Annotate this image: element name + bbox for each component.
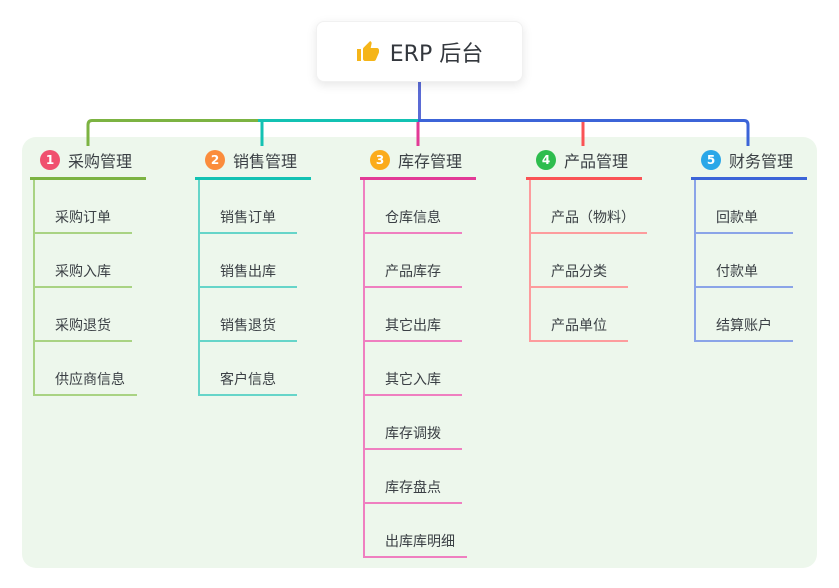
child-label: 回款单 — [716, 210, 758, 226]
branch-number-badge: 3 — [370, 149, 390, 170]
child-label: 产品单位 — [551, 318, 607, 334]
child-label: 结算账户 — [716, 318, 772, 334]
child-node[interactable]: 采购入库 — [35, 234, 132, 288]
branch-title[interactable]: 1 采购管理 — [30, 148, 147, 180]
child-node[interactable]: 回款单 — [696, 180, 793, 234]
child-label: 其它出库 — [385, 318, 441, 334]
child-label: 采购订单 — [55, 210, 111, 226]
branch-title[interactable]: 5 财务管理 — [691, 148, 808, 180]
branch-label: 库存管理 — [398, 151, 463, 171]
child-node[interactable]: 其它入库 — [365, 342, 462, 396]
branch-node: 4 产品管理产品（物料） 产品分类产品单位 — [526, 148, 647, 342]
branch-children-spine: 销售订单销售出库销售退货客户信息 — [198, 180, 297, 396]
child-label: 其它入库 — [385, 372, 441, 388]
root-label: ERP 后台 — [389, 41, 484, 67]
branch-label: 采购管理 — [68, 151, 133, 171]
child-label: 库存盘点 — [385, 480, 441, 496]
branch-title[interactable]: 4 产品管理 — [526, 148, 643, 180]
child-node[interactable]: 销售订单 — [200, 180, 297, 234]
child-node[interactable]: 产品库存 — [365, 234, 462, 288]
child-label: 供应商信息 — [55, 372, 125, 388]
branch-children-spine: 仓库信息产品库存其它出库其它入库库存调拨库存盘点出库库明细 — [363, 180, 467, 558]
child-node[interactable]: 采购退货 — [35, 288, 132, 342]
child-label: 库存调拨 — [385, 426, 441, 442]
child-node[interactable]: 产品分类 — [531, 234, 628, 288]
branch-children-spine: 采购订单采购入库采购退货供应商信息 — [33, 180, 137, 396]
child-label: 付款单 — [716, 264, 758, 280]
child-label: 销售订单 — [220, 210, 276, 226]
child-node[interactable]: 客户信息 — [200, 342, 297, 396]
branch-title[interactable]: 2 销售管理 — [195, 148, 312, 180]
child-node[interactable]: 仓库信息 — [365, 180, 462, 234]
child-node[interactable]: 库存盘点 — [365, 450, 462, 504]
child-label: 采购退货 — [55, 318, 111, 334]
child-label: 销售出库 — [220, 264, 276, 280]
child-node[interactable]: 供应商信息 — [35, 342, 137, 396]
branch-label: 销售管理 — [233, 151, 298, 171]
child-label: 出库库明细 — [385, 534, 455, 550]
thumbs-up-icon — [356, 40, 379, 61]
child-node[interactable]: 付款单 — [696, 234, 793, 288]
child-label: 产品分类 — [551, 264, 607, 280]
branch-children-spine: 回款单付款单结算账户 — [694, 180, 793, 342]
child-node[interactable]: 采购订单 — [35, 180, 132, 234]
branch-node: 3 库存管理仓库信息产品库存其它出库其它入库库存调拨库存盘点出库库明细 — [360, 148, 477, 558]
child-label: 产品（物料） — [551, 210, 635, 226]
background-panel — [22, 137, 817, 568]
child-label: 采购入库 — [55, 264, 111, 280]
branch-node: 2 销售管理销售订单销售出库销售退货客户信息 — [195, 148, 312, 396]
branch-number-badge: 2 — [205, 149, 225, 170]
child-node[interactable]: 销售退货 — [200, 288, 297, 342]
branch-title[interactable]: 3 库存管理 — [360, 148, 477, 180]
branch-number-badge: 4 — [536, 149, 556, 170]
child-label: 销售退货 — [220, 318, 276, 334]
child-node[interactable]: 产品单位 — [531, 288, 628, 342]
branch-label: 产品管理 — [564, 151, 629, 171]
child-label: 客户信息 — [220, 372, 276, 388]
child-node[interactable]: 其它出库 — [365, 288, 462, 342]
branch-node: 5 财务管理回款单付款单结算账户 — [691, 148, 808, 342]
child-node[interactable]: 产品（物料） — [531, 180, 647, 234]
branch-label: 财务管理 — [729, 151, 794, 171]
child-node[interactable]: 库存调拨 — [365, 396, 462, 450]
child-node[interactable]: 结算账户 — [696, 288, 793, 342]
child-node[interactable]: 出库库明细 — [365, 504, 467, 558]
branch-number-badge: 1 — [40, 149, 60, 170]
child-label: 产品库存 — [385, 264, 441, 280]
branch-number-badge: 5 — [701, 149, 721, 170]
child-node[interactable]: 销售出库 — [200, 234, 297, 288]
branch-children-spine: 产品（物料） 产品分类产品单位 — [529, 180, 647, 342]
branch-node: 1 采购管理采购订单采购入库采购退货供应商信息 — [30, 148, 147, 396]
root-node[interactable]: ERP 后台 — [316, 21, 523, 82]
child-label: 仓库信息 — [385, 210, 441, 226]
